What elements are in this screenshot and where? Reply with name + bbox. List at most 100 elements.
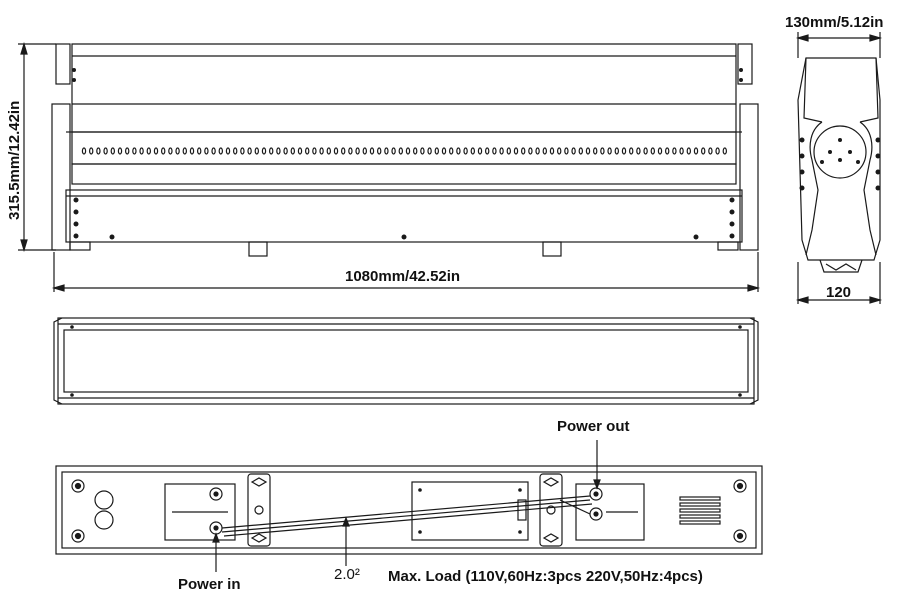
led-dot [629, 147, 634, 155]
led-dot [269, 147, 274, 155]
led-dot [139, 147, 144, 155]
led-dot [254, 147, 259, 155]
led-dot [305, 147, 310, 155]
led-dot [665, 147, 670, 155]
led-dot [117, 147, 123, 155]
power-in-label: Power in [178, 576, 241, 593]
height-dimension [18, 41, 56, 253]
led-dot [528, 147, 533, 155]
led-dot [427, 147, 432, 155]
led-dot [621, 147, 627, 155]
led-dot [405, 147, 411, 155]
led-dot [232, 147, 238, 155]
led-dot [413, 147, 418, 155]
led-dot [88, 147, 94, 155]
led-dot [333, 147, 339, 155]
led-dot [312, 147, 317, 155]
led-dot [535, 147, 540, 155]
led-dot [499, 147, 504, 155]
led-dot [578, 147, 584, 155]
led-dot [182, 147, 187, 155]
led-dot [247, 147, 252, 155]
led-row [81, 147, 728, 155]
led-dot [600, 147, 605, 155]
led-dot [261, 147, 267, 155]
cable-gauge-label: 2.0² [334, 566, 360, 583]
led-dot [153, 147, 159, 155]
led-dot [319, 147, 324, 155]
led-dot [362, 147, 367, 155]
led-dot [701, 147, 706, 155]
led-dot [225, 147, 231, 155]
led-dot [326, 147, 331, 155]
led-dot [607, 147, 612, 155]
led-dot [81, 147, 87, 155]
power-out-label: Power out [557, 418, 630, 435]
led-dot [485, 147, 490, 155]
led-dot [708, 147, 713, 155]
led-dot [521, 147, 526, 155]
led-dot [96, 147, 101, 155]
led-dot [276, 147, 281, 155]
led-dot [506, 147, 511, 155]
side-view [797, 57, 881, 273]
led-dot [477, 147, 483, 155]
led-dot [679, 147, 684, 155]
led-dot [297, 147, 303, 155]
led-dot [420, 147, 425, 155]
led-dot [211, 147, 216, 155]
power-cables [221, 495, 593, 537]
led-dot [614, 147, 620, 155]
callout-leaders [212, 440, 601, 572]
led-dot [398, 147, 403, 155]
led-dot [110, 147, 116, 155]
led-dot [564, 147, 569, 155]
led-dot [377, 147, 382, 155]
led-dot [571, 147, 576, 155]
led-dot [240, 147, 245, 155]
led-dot [283, 147, 288, 155]
height-dimension-label: 315.5mm/12.42in [6, 100, 23, 220]
led-dot [549, 147, 555, 155]
led-dot [557, 147, 562, 155]
length-dimension [51, 252, 761, 292]
led-dot [585, 147, 591, 155]
vent-slots [679, 496, 721, 525]
led-dot [434, 147, 439, 155]
led-dot [146, 147, 151, 155]
led-dot [160, 147, 166, 155]
led-dot [369, 147, 375, 155]
led-dot [290, 147, 295, 155]
depth-dimension-label: 130mm/5.12in [785, 14, 884, 31]
led-dot [168, 147, 173, 155]
base-width-dimension [795, 262, 883, 304]
max-load-label: Max. Load (110V,60Hz:3pcs 220V,50Hz:4pcs… [388, 568, 703, 585]
led-dot [204, 147, 209, 155]
led-dot [132, 147, 137, 155]
led-dot [441, 147, 447, 155]
led-dot [650, 147, 656, 155]
led-dot [672, 147, 677, 155]
led-dot [124, 147, 130, 155]
led-dot [103, 147, 108, 155]
led-dot [513, 147, 519, 155]
led-dot [470, 147, 475, 155]
led-dot [643, 147, 648, 155]
led-dot [175, 147, 180, 155]
led-dot [722, 147, 728, 155]
led-dot [593, 147, 598, 155]
led-dot [341, 147, 346, 155]
top-view [53, 317, 759, 405]
led-dot [693, 147, 699, 155]
led-dot [715, 147, 720, 155]
led-dot [189, 147, 195, 155]
led-dot [686, 147, 692, 155]
led-dot [492, 147, 497, 155]
led-dot [657, 147, 663, 155]
led-dot [391, 147, 396, 155]
base-width-dimension-label: 120 [826, 284, 852, 301]
led-dot [196, 147, 202, 155]
led-dot [355, 147, 360, 155]
bottom-view [55, 465, 763, 555]
